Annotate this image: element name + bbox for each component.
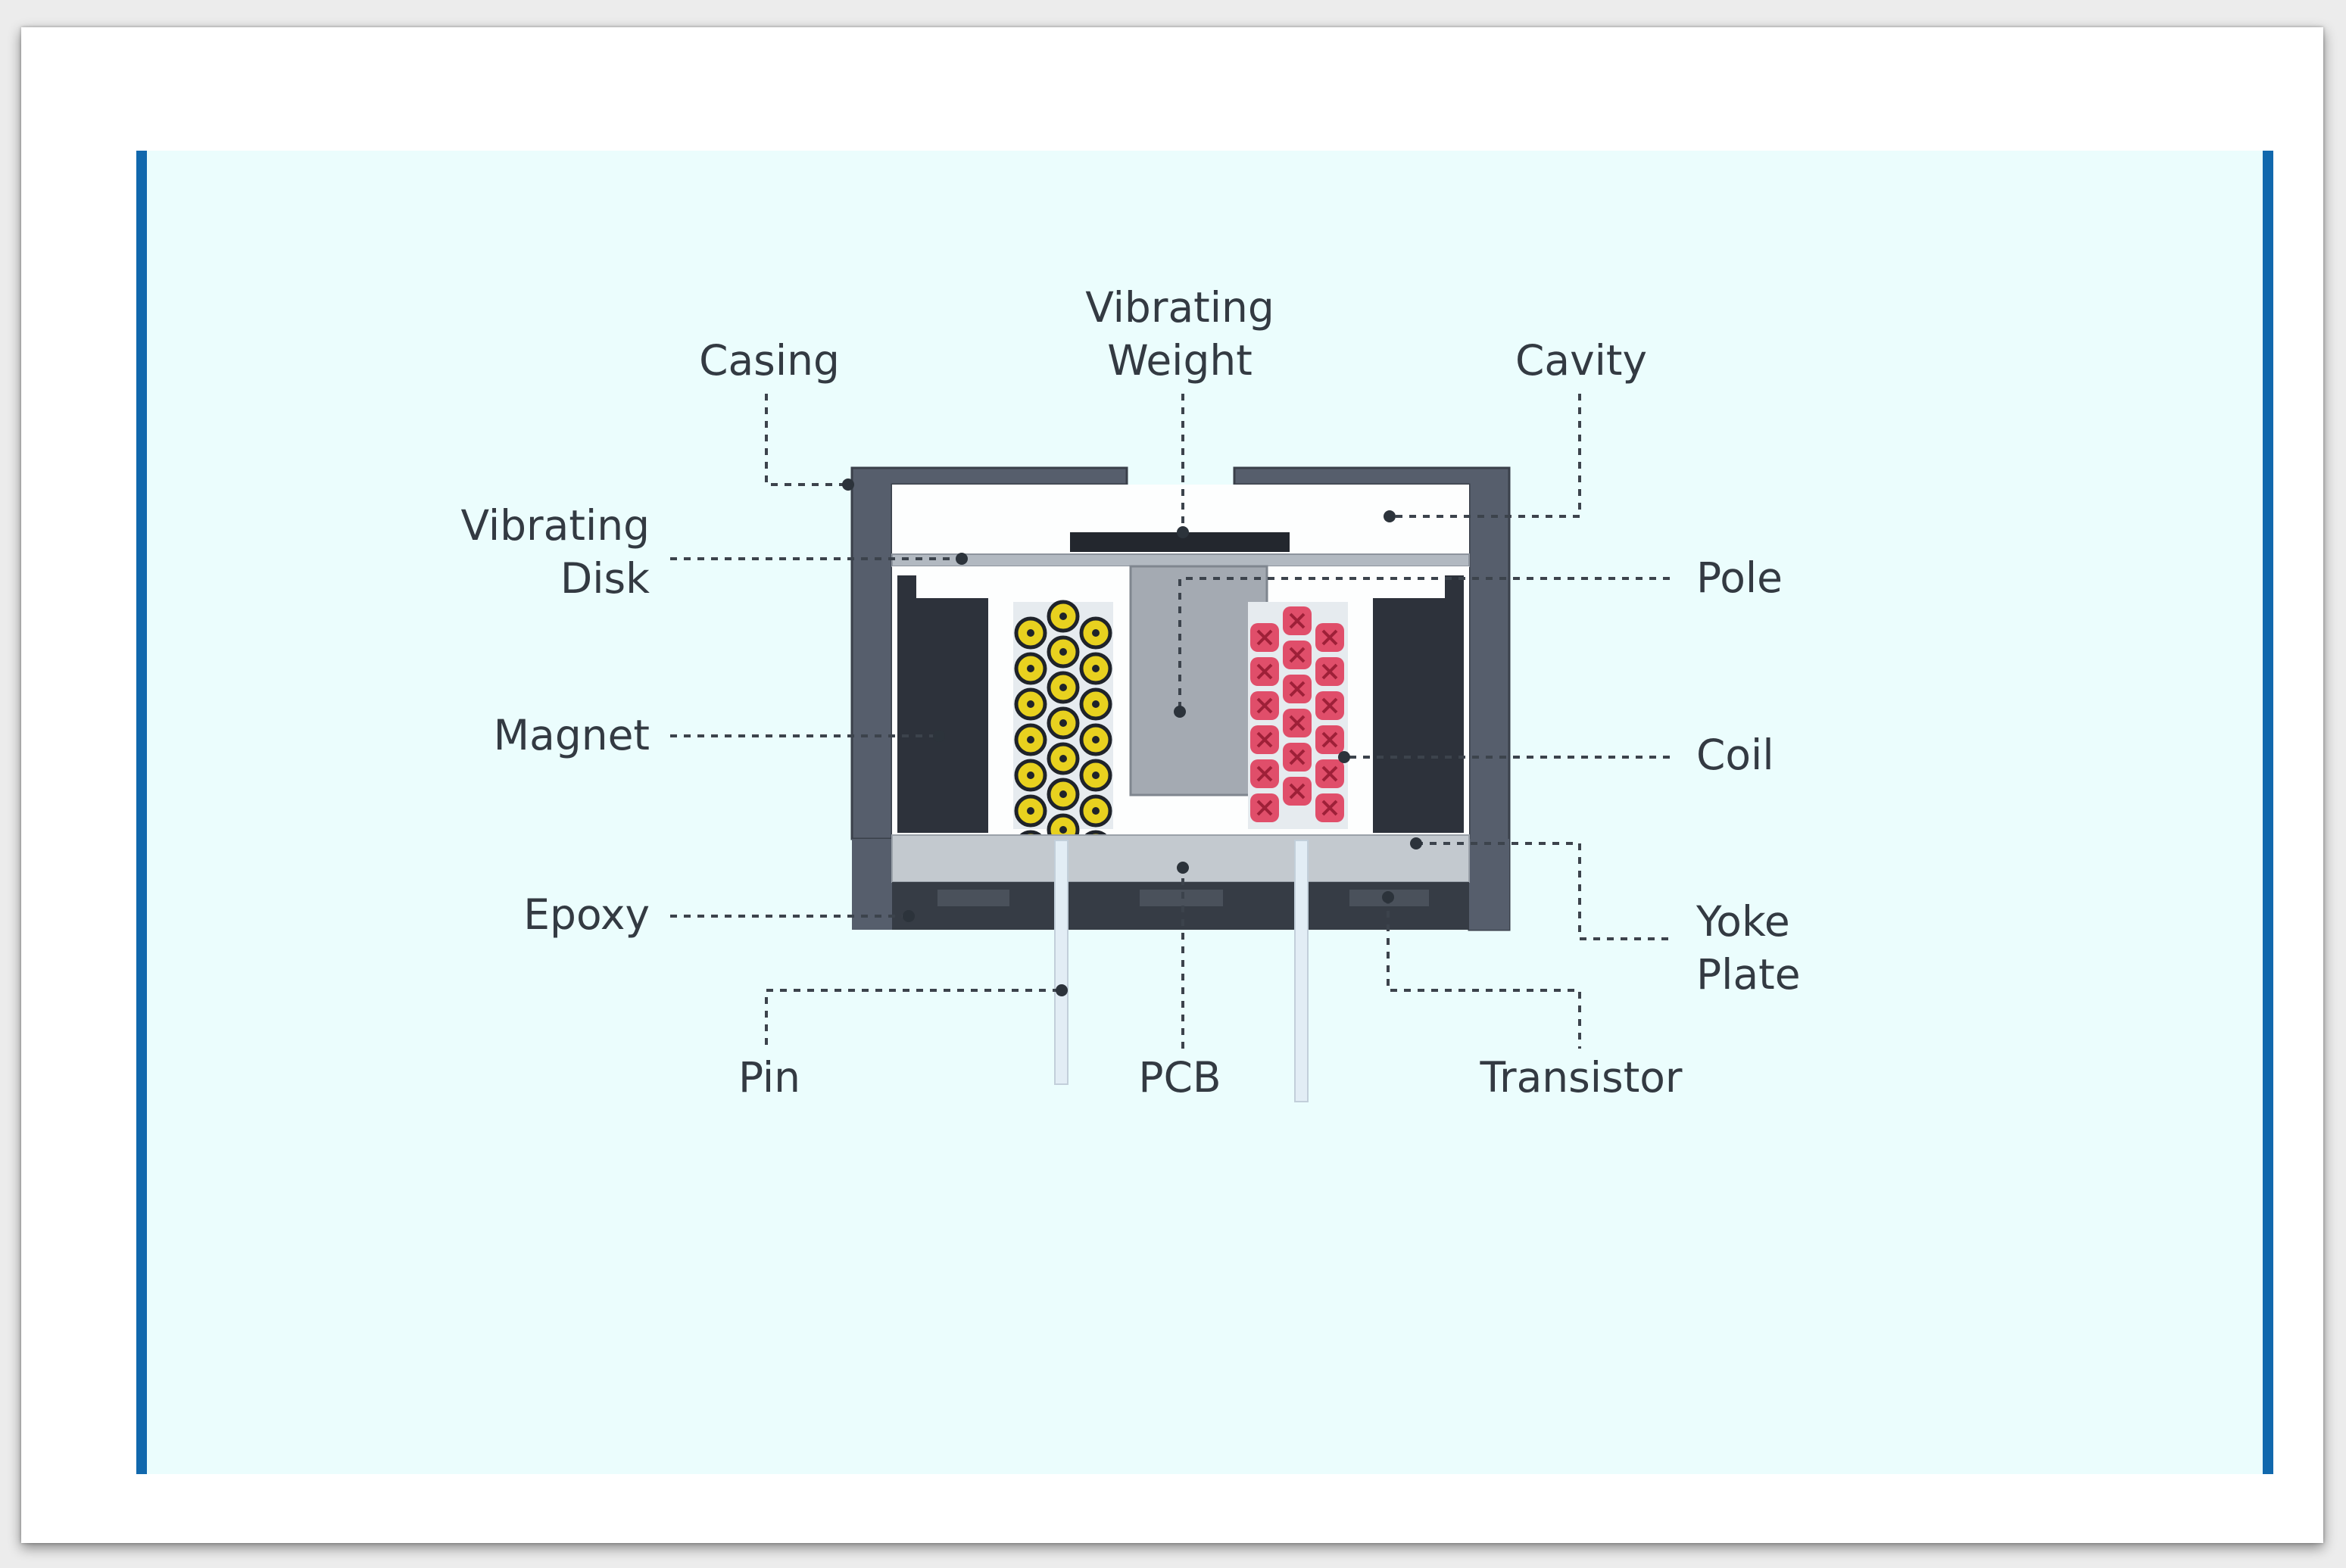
coil-right-windings [1250,606,1344,822]
coil-in-cross-icon [1315,725,1344,754]
label-pcb: PCB [1138,1053,1221,1102]
coil-in-cross-icon [1250,623,1279,652]
label-vibrating-weight-line2: Weight [1107,336,1253,385]
coil-out-dot-icon [1047,635,1080,669]
coil-in-cross-icon [1283,743,1312,772]
coil-out-dot-icon [1047,706,1080,740]
device-assembly [850,466,1511,1102]
leader-transistor [1387,897,1581,1049]
coil-out-dot-icon [1014,616,1047,650]
coil-out-dot-icon [1079,687,1112,721]
coil-in-cross-icon [1283,606,1312,635]
coil-out-dot-icon [1079,723,1112,756]
yoke-plate [891,834,1470,883]
anchor-vibrating-weight [1177,526,1189,538]
coil-out-dot-icon [1047,671,1080,704]
anchor-pole [1174,706,1186,718]
label-vibrating-weight-line1: Vibrating [1085,283,1274,332]
coil-out-dot-icon [1014,759,1047,792]
coil-out-dot-icon [1079,794,1112,828]
coil-in-cross-icon [1315,793,1344,822]
leader-pin [765,989,1062,1045]
label-cavity: Cavity [1515,336,1647,385]
coil-out-dot-icon [1014,723,1047,756]
pole [1129,565,1268,796]
anchor-transistor [1382,891,1394,903]
anchor-coil [1338,751,1350,763]
anchor-epoxy [903,910,915,922]
leader-pole [1178,577,1670,712]
coil-in-cross-icon [1250,725,1279,754]
coil-out-dot-icon [1047,600,1080,633]
coil-in-cross-icon [1250,793,1279,822]
coil-out-dot-icon [1047,742,1080,775]
anchor-yoke-plate [1410,837,1422,849]
label-pole: Pole [1696,553,1783,602]
coil-in-cross-icon [1250,657,1279,686]
label-vibrating-disk-line1: Vibrating [460,501,650,550]
coil-out-dot-icon [1079,652,1112,685]
coil-in-cross-icon [1250,759,1279,788]
coil-left-windings [1014,600,1112,863]
label-yoke-plate-line1: Yoke [1696,897,1790,946]
coil-out-dot-icon [1079,616,1112,650]
coil-out-dot-icon [1079,759,1112,792]
coil-in-cross-icon [1283,675,1312,703]
coil-in-cross-icon [1315,691,1344,720]
pin-left [1054,840,1068,1085]
pcb-pad-left [937,890,1009,906]
label-pin: Pin [738,1053,800,1102]
leader-casing [765,394,848,486]
coil-in-cross-icon [1250,691,1279,720]
magnet-right [1373,575,1464,833]
label-transistor: Transistor [1479,1053,1682,1102]
coil-in-cross-icon [1315,759,1344,788]
coil-in-cross-icon [1283,777,1312,806]
coil-out-dot-icon [1047,778,1080,811]
anchor-vibrating-disk [956,553,968,565]
anchor-pin [1056,984,1068,996]
coil-in-cross-icon [1283,641,1312,669]
leader-cavity [1390,394,1581,518]
coil-in-cross-icon [1315,657,1344,686]
label-magnet: Magnet [494,711,650,759]
anchor-pcb [1177,862,1189,874]
vibrating-disk [891,553,1470,567]
label-casing: Casing [699,336,840,385]
leader-lines [670,394,1670,1049]
coil-in-cross-icon [1283,709,1312,737]
coil-out-dot-icon [1014,687,1047,721]
anchor-casing [842,479,854,491]
label-vibrating-disk-line2: Disk [560,554,650,603]
coil-in-cross-icon [1315,623,1344,652]
coil-out-dot-icon [1014,652,1047,685]
label-yoke-plate-line2: Plate [1696,950,1801,999]
label-coil: Coil [1696,731,1774,779]
magnet-left [897,575,988,833]
label-epoxy: Epoxy [523,890,650,939]
anchor-cavity [1384,510,1396,522]
leader-yoke-plate [1416,842,1670,940]
anchor-magnet [933,730,945,742]
coil-out-dot-icon [1014,794,1047,828]
labels: Casing Vibrating Weight Cavity Vibrating… [460,283,1800,1102]
pin-right [1294,840,1309,1102]
